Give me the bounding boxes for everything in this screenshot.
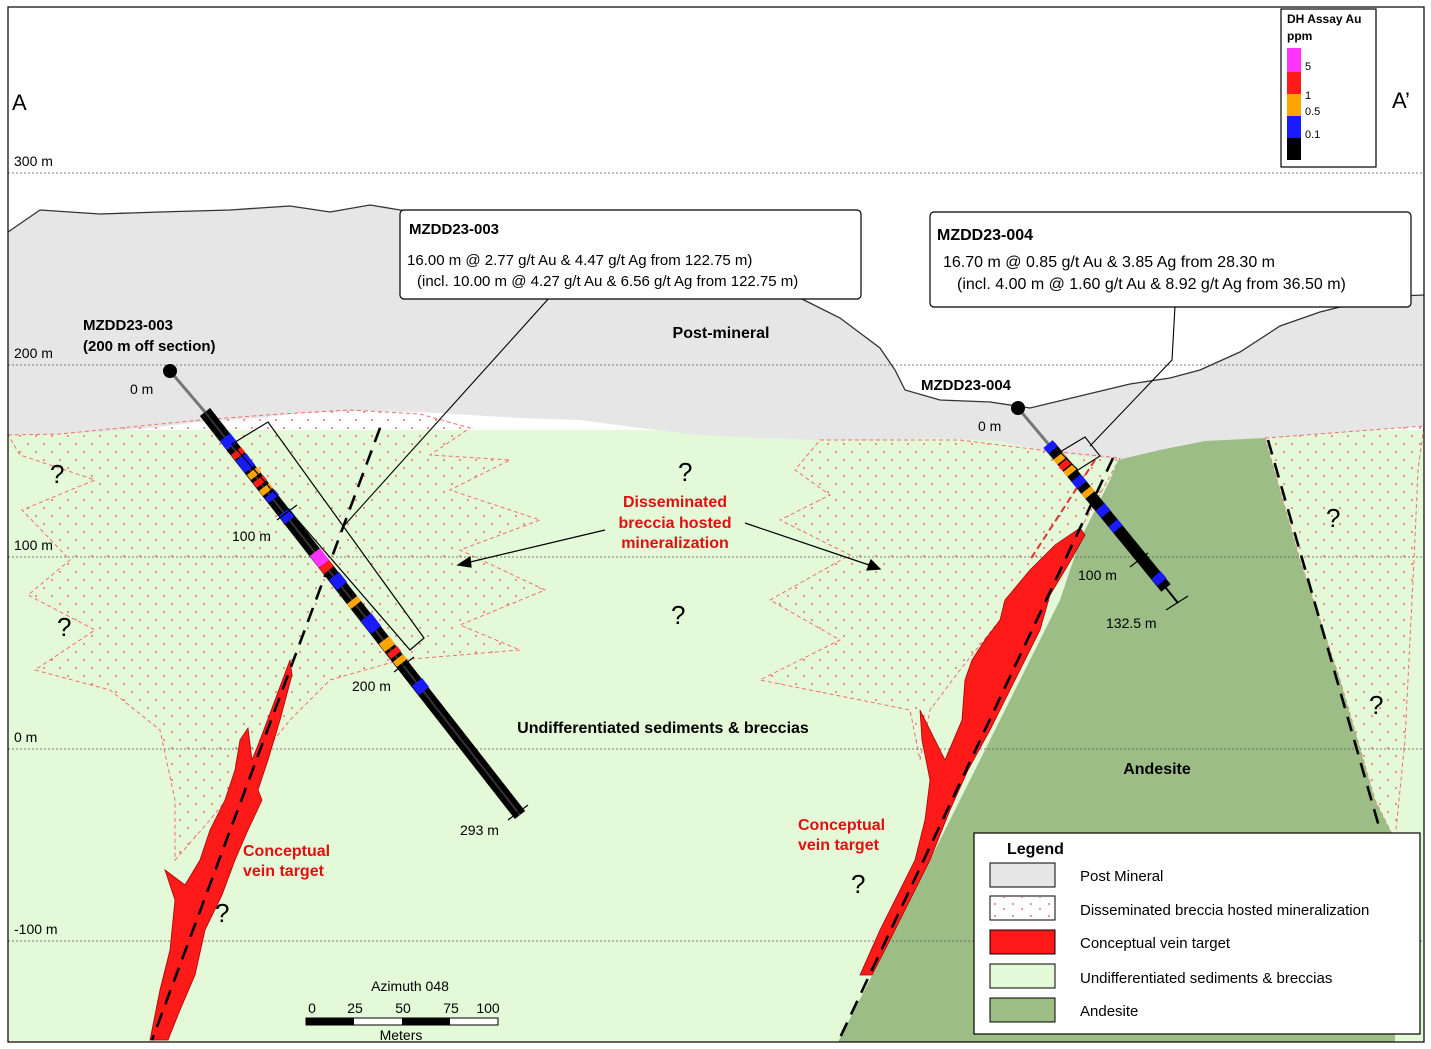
disseminated-label-line1: Disseminated [623, 494, 727, 511]
question-mark: ? [50, 459, 64, 489]
hole-003-depth-200: 200 m [352, 678, 391, 694]
vein-right-line2: vein target [798, 837, 880, 854]
assay-scale-unit: ppm [1287, 29, 1312, 43]
callout-mzdd23-004: MZDD23-004 16.70 m @ 0.85 g/t Au & 3.85 … [929, 211, 1412, 308]
assay-swatch-orange [1287, 94, 1301, 116]
legend-label-sediments: Undifferentiated sediments & breccias [1080, 970, 1332, 987]
callout-004-title: MZDD23-004 [937, 227, 1033, 244]
assay-color-scale: DH Assay Au ppm 5 1 0.5 0.1 [1280, 8, 1377, 168]
assay-tick-1: 1 [1305, 90, 1311, 102]
callout-003-title: MZDD23-003 [409, 221, 499, 238]
vein-right-line1: Conceptual [798, 817, 885, 834]
drillhole-mzdd23-003: MZDD23-003 (200 m off section) 0 m 100 m… [83, 296, 551, 838]
elev-0-label: 0 m [14, 729, 37, 745]
hole-003-depth-100: 100 m [232, 528, 271, 544]
collar-004 [1011, 401, 1025, 415]
vein-left-line1: Conceptual [243, 843, 330, 860]
question-mark: ? [1369, 690, 1383, 720]
legend-swatch-sediments [989, 963, 1056, 989]
legend-label-disseminated: Disseminated breccia hosted mineralizati… [1080, 902, 1369, 919]
hole-003-eoh: 293 m [460, 822, 499, 838]
callout-004-line2: (incl. 4.00 m @ 1.60 g/t Au & 8.92 g/t A… [957, 276, 1346, 293]
hole-003-label: MZDD23-003 [83, 317, 173, 334]
assay-tick-0.1: 0.1 [1305, 129, 1320, 141]
disseminated-label-line3: mineralization [621, 535, 729, 552]
question-mark: ? [57, 612, 71, 642]
disseminated-label: Disseminated breccia hosted mineralizati… [619, 494, 732, 552]
scale-tick-0: 0 [308, 1000, 316, 1016]
legend-title: Legend [1007, 841, 1064, 858]
disseminated-label-line2: breccia hosted [619, 515, 732, 532]
scale-unit: Meters [380, 1027, 423, 1043]
hole-004-depth-0: 0 m [978, 418, 1001, 434]
callout-004-line1: 16.70 m @ 0.85 g/t Au & 3.85 Ag from 28.… [943, 254, 1275, 271]
callout-003-line1: 16.00 m @ 2.77 g/t Au & 4.47 g/t Ag from… [407, 252, 752, 269]
assay-swatch-red [1287, 72, 1301, 94]
elevation-labels: 300 m 200 m 100 m 0 m -100 m [14, 153, 58, 937]
assay-swatch-magenta [1287, 48, 1301, 72]
andesite-label: Andesite [1123, 761, 1191, 778]
legend: Legend Post Mineral Disseminated breccia… [973, 832, 1421, 1035]
collar-003 [163, 364, 177, 378]
assay-swatch-black [1287, 138, 1301, 160]
scale-bar: Azimuth 048 0 25 50 75 100 Meters [305, 978, 500, 1043]
assay-tick-0.5: 0.5 [1305, 106, 1320, 118]
elev-300-label: 300 m [14, 153, 53, 169]
elev-minus100-label: -100 m [14, 921, 58, 937]
scale-tick-75: 75 [443, 1000, 459, 1016]
callout-mzdd23-003: MZDD23-003 16.00 m @ 2.77 g/t Au & 4.47 … [399, 209, 862, 300]
azimuth-label: Azimuth 048 [371, 978, 449, 994]
elev-200-label: 200 m [14, 345, 53, 361]
question-mark: ? [215, 898, 229, 928]
hole-003-depth-0: 0 m [130, 381, 153, 397]
legend-swatch-andesite [989, 997, 1056, 1023]
scale-tick-25: 25 [347, 1000, 363, 1016]
intercept-box-003 [231, 421, 425, 651]
assay-tick-5: 5 [1305, 61, 1311, 73]
elev-100-label: 100 m [14, 537, 53, 553]
hole-003-off-section: (200 m off section) [83, 338, 216, 355]
assay-scale-title: DH Assay Au [1287, 12, 1361, 26]
hole-004-eoh: 132.5 m [1106, 615, 1157, 631]
hole-004-depth-100: 100 m [1078, 567, 1117, 583]
section-label-a-prime: A’ [1392, 88, 1410, 113]
unknown-markers: ? ? ? ? ? ? ? ? [50, 457, 1383, 928]
question-mark: ? [671, 600, 685, 630]
assay-swatch-blue [1287, 116, 1301, 138]
scale-tick-100: 100 [476, 1000, 500, 1016]
mineralization-arrows [456, 522, 882, 571]
post-mineral-label: Post-mineral [673, 325, 770, 342]
question-mark: ? [851, 869, 865, 899]
question-mark: ? [1326, 503, 1340, 533]
intercept-box-004 [1059, 436, 1101, 471]
legend-label-andesite: Andesite [1080, 1003, 1138, 1020]
legend-label-post-mineral: Post Mineral [1080, 868, 1163, 885]
vein-left-line2: vein target [243, 863, 325, 880]
vein-target-left [149, 659, 293, 1041]
elevation-gridlines [8, 172, 1424, 942]
callout-003-line2: (incl. 10.00 m @ 4.27 g/t Au & 6.56 g/t … [417, 273, 798, 290]
drillhole-mzdd23-004: MZDD23-004 0 m 100 m 132.5 m [921, 305, 1189, 631]
section-label-a: A [12, 90, 27, 115]
legend-swatch-vein [989, 929, 1056, 955]
legend-swatch-post-mineral [989, 862, 1056, 888]
post-mineral-unit [8, 205, 1424, 460]
scale-tick-50: 50 [395, 1000, 411, 1016]
fault-lines [150, 427, 1382, 1043]
vein-target-left-label: Conceptual vein target [243, 843, 330, 880]
hole-004-label: MZDD23-004 [921, 377, 1012, 394]
question-mark: ? [678, 457, 692, 487]
map-frame [7, 6, 1425, 1043]
vein-target-right-label: Conceptual vein target [798, 817, 885, 854]
topography-line [7, 204, 1425, 409]
legend-label-vein: Conceptual vein target [1080, 935, 1231, 952]
sediments-label: Undifferentiated sediments & breccias [517, 720, 809, 737]
